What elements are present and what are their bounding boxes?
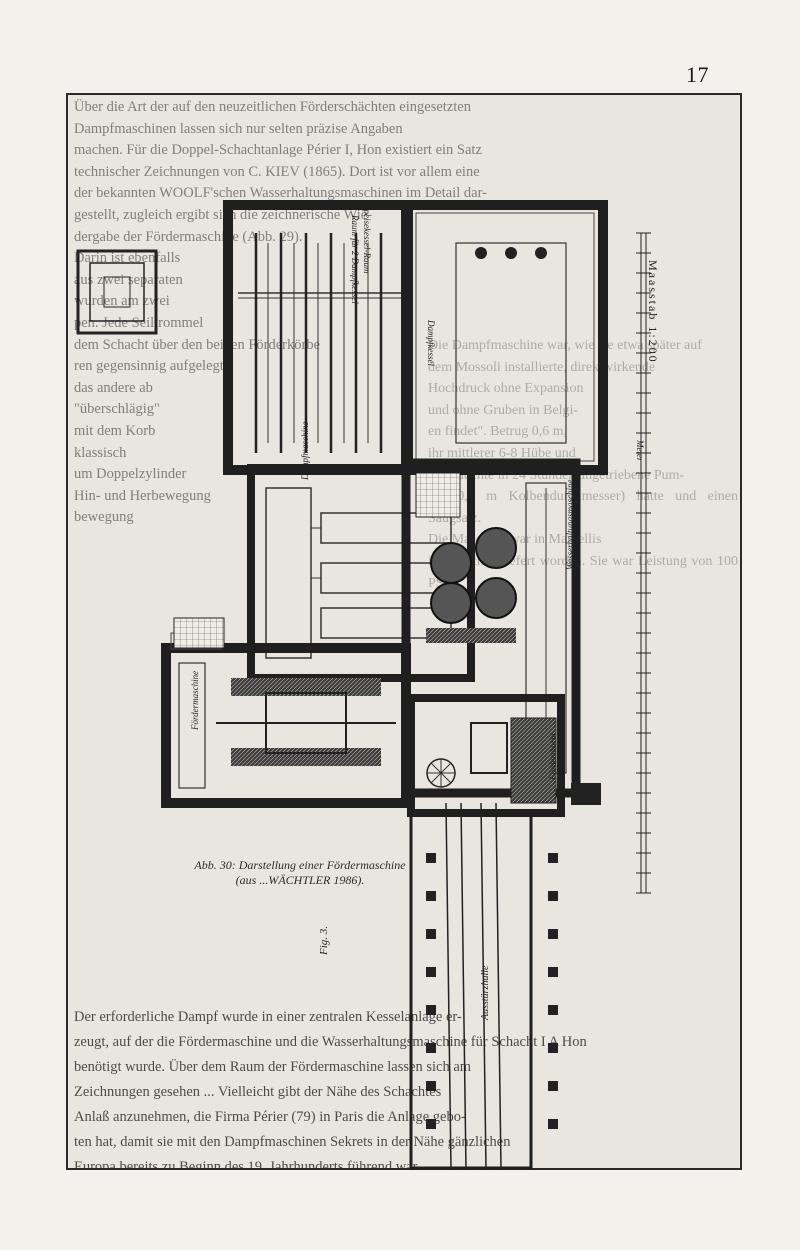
- text-line: Über die Art der auf den neuzeitlichen F…: [74, 99, 471, 115]
- label-corridor: Ausstürzhalle: [480, 965, 491, 1020]
- pillar: [548, 1043, 558, 1053]
- pillar: [548, 853, 558, 863]
- text-line: klassisch: [74, 444, 127, 461]
- background-text-bottom: Der erforderliche Dampf wurde in einer z…: [74, 1005, 738, 1170]
- text-line: Zeichnungen gesehen ... Vielleicht gibt …: [74, 1084, 442, 1100]
- page-number: 17: [686, 62, 709, 87]
- label-winding-tower: Förderthurm: [548, 733, 558, 780]
- text-line: ihr mittlerer 6-8 Hübe und: [428, 445, 576, 461]
- pillar-row: [426, 853, 558, 1129]
- label-scale: Maasstab 1:200: [646, 260, 660, 364]
- label-feed-water: Speisekessel-Raum: [362, 205, 372, 274]
- pillar: [548, 1119, 558, 1129]
- text-line: Dampfmaschinen lassen sich nur selten pr…: [74, 120, 403, 137]
- text-line: "überschlägig": [74, 401, 160, 418]
- mine-plan-drawing: [76, 200, 651, 1170]
- caption-line-1: Abb. 30: Darstellung einer Fördermaschin…: [194, 858, 406, 872]
- stair-right: [571, 783, 601, 805]
- text-line: mit dem Korb: [74, 422, 156, 439]
- pillar: [426, 891, 436, 901]
- text-line: ten hat, damit sie mit den Dampfmaschine…: [74, 1134, 511, 1150]
- text-line: Europa bereits zu Beginn des 19. Jahrhun…: [74, 1159, 421, 1170]
- figure-caption: Abb. 30: Darstellung einer Fördermaschin…: [150, 858, 450, 888]
- caption-line-2: (aus ...WÄCHTLER 1986).: [235, 873, 365, 887]
- text-line: Anlaß anzunehmen, die Firma Périer (79) …: [74, 1109, 466, 1125]
- text-line: Hin- und Herbewegung: [74, 487, 211, 504]
- pillar: [426, 1081, 436, 1091]
- pillar: [426, 1119, 436, 1129]
- text-line: ren gegensinnig aufgelegt: [74, 358, 224, 375]
- pillar: [548, 929, 558, 939]
- pillar: [426, 929, 436, 939]
- pillar: [426, 1043, 436, 1053]
- text-line: der bekannten WOOLF'schen Wasserhaltungs…: [74, 185, 487, 202]
- text-line: dergabe der Fördermaschine (Abb. 29).: [74, 228, 303, 245]
- text-line: zeugt, auf der die Fördermaschine und di…: [74, 1034, 587, 1050]
- stair: [173, 617, 225, 649]
- pillar: [548, 1081, 558, 1091]
- pillar: [548, 967, 558, 977]
- show-through-text: Über die Art der auf den neuzeitlichen F…: [68, 95, 740, 1168]
- label-dampfmaschine: Dampfmaschine: [300, 421, 310, 481]
- text-line: um Doppelzylinder: [74, 466, 187, 483]
- rail-tracks: [409, 802, 533, 1170]
- text-line: Darin ist ebenfalls: [74, 250, 181, 267]
- text-line: und ohne Gruben in Belgi-: [428, 402, 579, 418]
- label-boiler: Dampfkessel: [426, 320, 436, 366]
- small-annex: [76, 249, 158, 335]
- text-line: en findet". Betrug 0,6 m,: [428, 424, 568, 440]
- label-scale-unit: Meter: [635, 440, 645, 462]
- pillar: [426, 1005, 436, 1015]
- label-water-machine: Wasserhaltungsmaschine: [565, 479, 575, 570]
- text-line: machen. Für die Doppel-Schachtanlage Pér…: [74, 142, 482, 159]
- label-fig: Fig. 3.: [318, 925, 330, 955]
- label-winding-engine: Fördermaschine: [190, 670, 200, 730]
- pillar: [548, 1005, 558, 1015]
- pillar: [426, 853, 436, 863]
- text-line: technischer Zeichnungen von C. KIEV (186…: [74, 163, 480, 180]
- text-line: benötigt wurde. Über dem Raum der Förder…: [74, 1059, 472, 1075]
- text-line: Der erforderliche Dampf wurde in einer z…: [74, 1009, 462, 1025]
- winding-engine-house: [161, 632, 411, 808]
- pillar: [548, 891, 558, 901]
- text-line: bewegung: [74, 509, 134, 526]
- background-text-top: Über die Art der auf den neuzeitlichen F…: [74, 97, 734, 529]
- text-line: wurden am zwei: [74, 293, 170, 310]
- text-line: das andere ab: [74, 379, 153, 396]
- water-machine-room: [401, 458, 581, 798]
- scale-bar: [636, 232, 651, 894]
- boiler-house: [223, 200, 608, 475]
- text-line: dem Schacht über den beiden Förderkörbe: [74, 336, 321, 353]
- text-line: Die Dampfmaschine war, wie sie etwa spät…: [428, 338, 702, 353]
- label-room-boilers: Raum für 2 Dampfkessel: [350, 215, 360, 304]
- text-line: pen. Jede Seiltrommel: [74, 314, 204, 331]
- pillar: [426, 967, 436, 977]
- text-line: Hochdruck ohne Expansion: [428, 381, 584, 397]
